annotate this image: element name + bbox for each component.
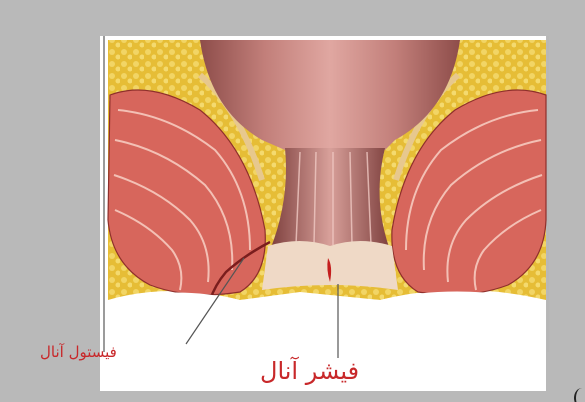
fistula-label: فیستول آنال — [40, 343, 117, 361]
fissure-label: فیشر آنال — [260, 357, 359, 385]
anal-canal — [270, 148, 390, 250]
corner-bracket — [574, 388, 585, 402]
